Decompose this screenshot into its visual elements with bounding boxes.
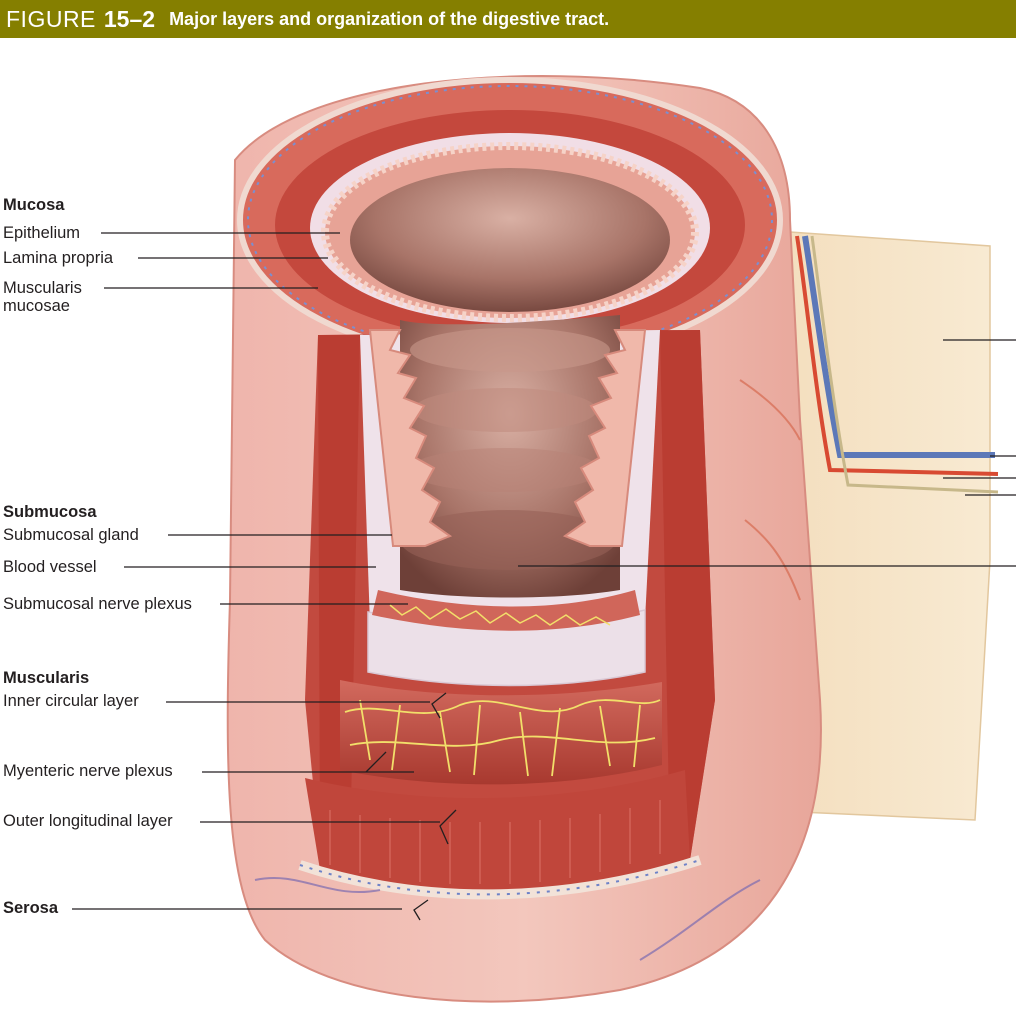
longitudinal-fibers [329,800,661,884]
myenteric-plexus-lines [344,699,661,777]
label-serosa: Serosa [3,899,59,917]
mesentery-artery [795,235,999,476]
digestive-tract-illustration [72,75,1016,1003]
label-submucosa: Submucosa [3,503,97,521]
label-outer-longitudinal-layer: Outer longitudinal layer [3,812,173,830]
label-muscularis: Muscularis [3,669,90,687]
label-inner-circular-layer: Inner circular layer [3,692,139,710]
label-muscularis-mucosae-line2: mucosae [3,297,70,315]
figure-number: 15–2 [103,5,156,32]
label-submucosal-nerve-plexus: Submucosal nerve plexus [3,595,192,613]
label-epithelium: Epithelium [3,224,81,242]
figure-header: FIGURE 15–2 Major layers and organizatio… [0,0,1016,38]
serosa-dots-ring [247,85,773,355]
villi-right [562,329,647,547]
label-myenteric-nerve-plexus: Myenteric nerve plexus [3,762,173,780]
submucosal-nerve-plexus-lines [389,604,611,626]
villi-left [368,329,453,547]
label-lamina-propria: Lamina propria [3,249,114,267]
lumen-top [350,168,670,312]
label-mucosa: Mucosa [3,196,65,214]
label-blood-vessel: Blood vessel [3,558,97,576]
inner-circular-layer [340,680,662,785]
figure-label: FIGURE [6,5,96,32]
outer-longitudinal-layer [305,770,690,892]
figure-caption: Major layers and organization of the dig… [169,8,610,29]
mesentery-vein [802,235,995,458]
muscle-strata-right [660,330,715,860]
label-muscularis-mucosae-line1: Muscularis [3,279,82,297]
surface-vessels [254,379,801,961]
label-submucosal-gland: Submucosal gland [3,526,139,544]
leader-lines [72,232,1016,921]
mesentery-nerve [810,235,999,494]
